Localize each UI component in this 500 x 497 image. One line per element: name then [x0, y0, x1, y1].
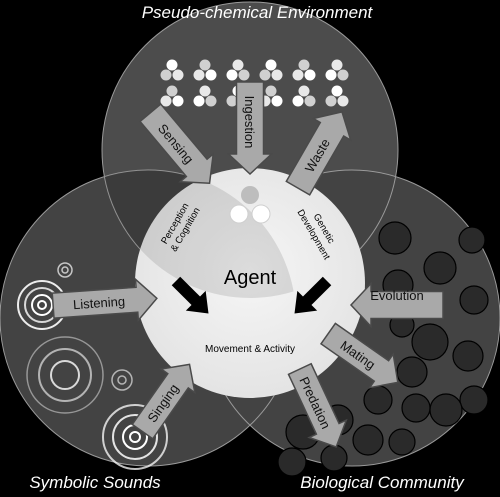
particle-cluster: [292, 59, 316, 81]
region-titles: Pseudo-chemical Environment Symbolic Sou…: [29, 3, 465, 492]
organism: [429, 393, 463, 427]
sound-ring-2: [57, 262, 73, 278]
particle-cluster: [160, 85, 184, 107]
environment-title: Pseudo-chemical Environment: [142, 3, 374, 22]
listening-arrow: Listening: [51, 277, 158, 323]
agent-circle: [135, 168, 365, 398]
particle-cluster: [292, 85, 316, 107]
particle-cluster: [325, 59, 349, 81]
particle-cluster: [226, 59, 250, 81]
agent-overlap-shading: [102, 170, 296, 298]
organism: [378, 221, 412, 255]
listening-label: Listening: [73, 294, 126, 313]
movement-arrow-left: [171, 276, 209, 314]
evolution-label: Evolution: [370, 288, 423, 303]
organism: [277, 447, 307, 477]
organism: [458, 226, 486, 254]
particle-cluster: [325, 85, 349, 107]
particle-cluster: [193, 59, 217, 81]
chemical-particles: [160, 59, 349, 107]
sound-rings: [17, 262, 168, 470]
organism: [320, 444, 348, 472]
movement-label: Movement & Activity: [205, 344, 295, 355]
organism: [411, 323, 449, 361]
organism: [459, 285, 489, 315]
organism: [396, 356, 428, 388]
organism: [459, 385, 489, 415]
organism: [423, 251, 457, 285]
sounds-title: Symbolic Sounds: [29, 473, 161, 492]
organism: [388, 428, 416, 456]
evolution-arrow: Evolution: [349, 281, 444, 329]
organism: [363, 385, 393, 415]
agent-title: Agent: [224, 267, 277, 289]
movement-arrows: [171, 276, 332, 314]
sound-ring-5: [102, 404, 168, 470]
community-title: Biological Community: [300, 473, 465, 492]
organism: [352, 424, 384, 456]
agent-particles: [229, 186, 271, 224]
organisms: [277, 221, 489, 477]
sound-ring-3: [26, 336, 104, 414]
organism: [452, 340, 484, 372]
organism: [401, 393, 431, 423]
ingestion-label: Ingestion: [242, 96, 257, 149]
ingestion-arrow: Ingestion: [226, 81, 274, 176]
sound-ring-4: [111, 369, 133, 391]
particle-cluster: [193, 85, 217, 107]
particle-cluster: [259, 59, 283, 81]
movement-arrow-right: [294, 276, 332, 314]
particle-cluster: [160, 59, 184, 81]
